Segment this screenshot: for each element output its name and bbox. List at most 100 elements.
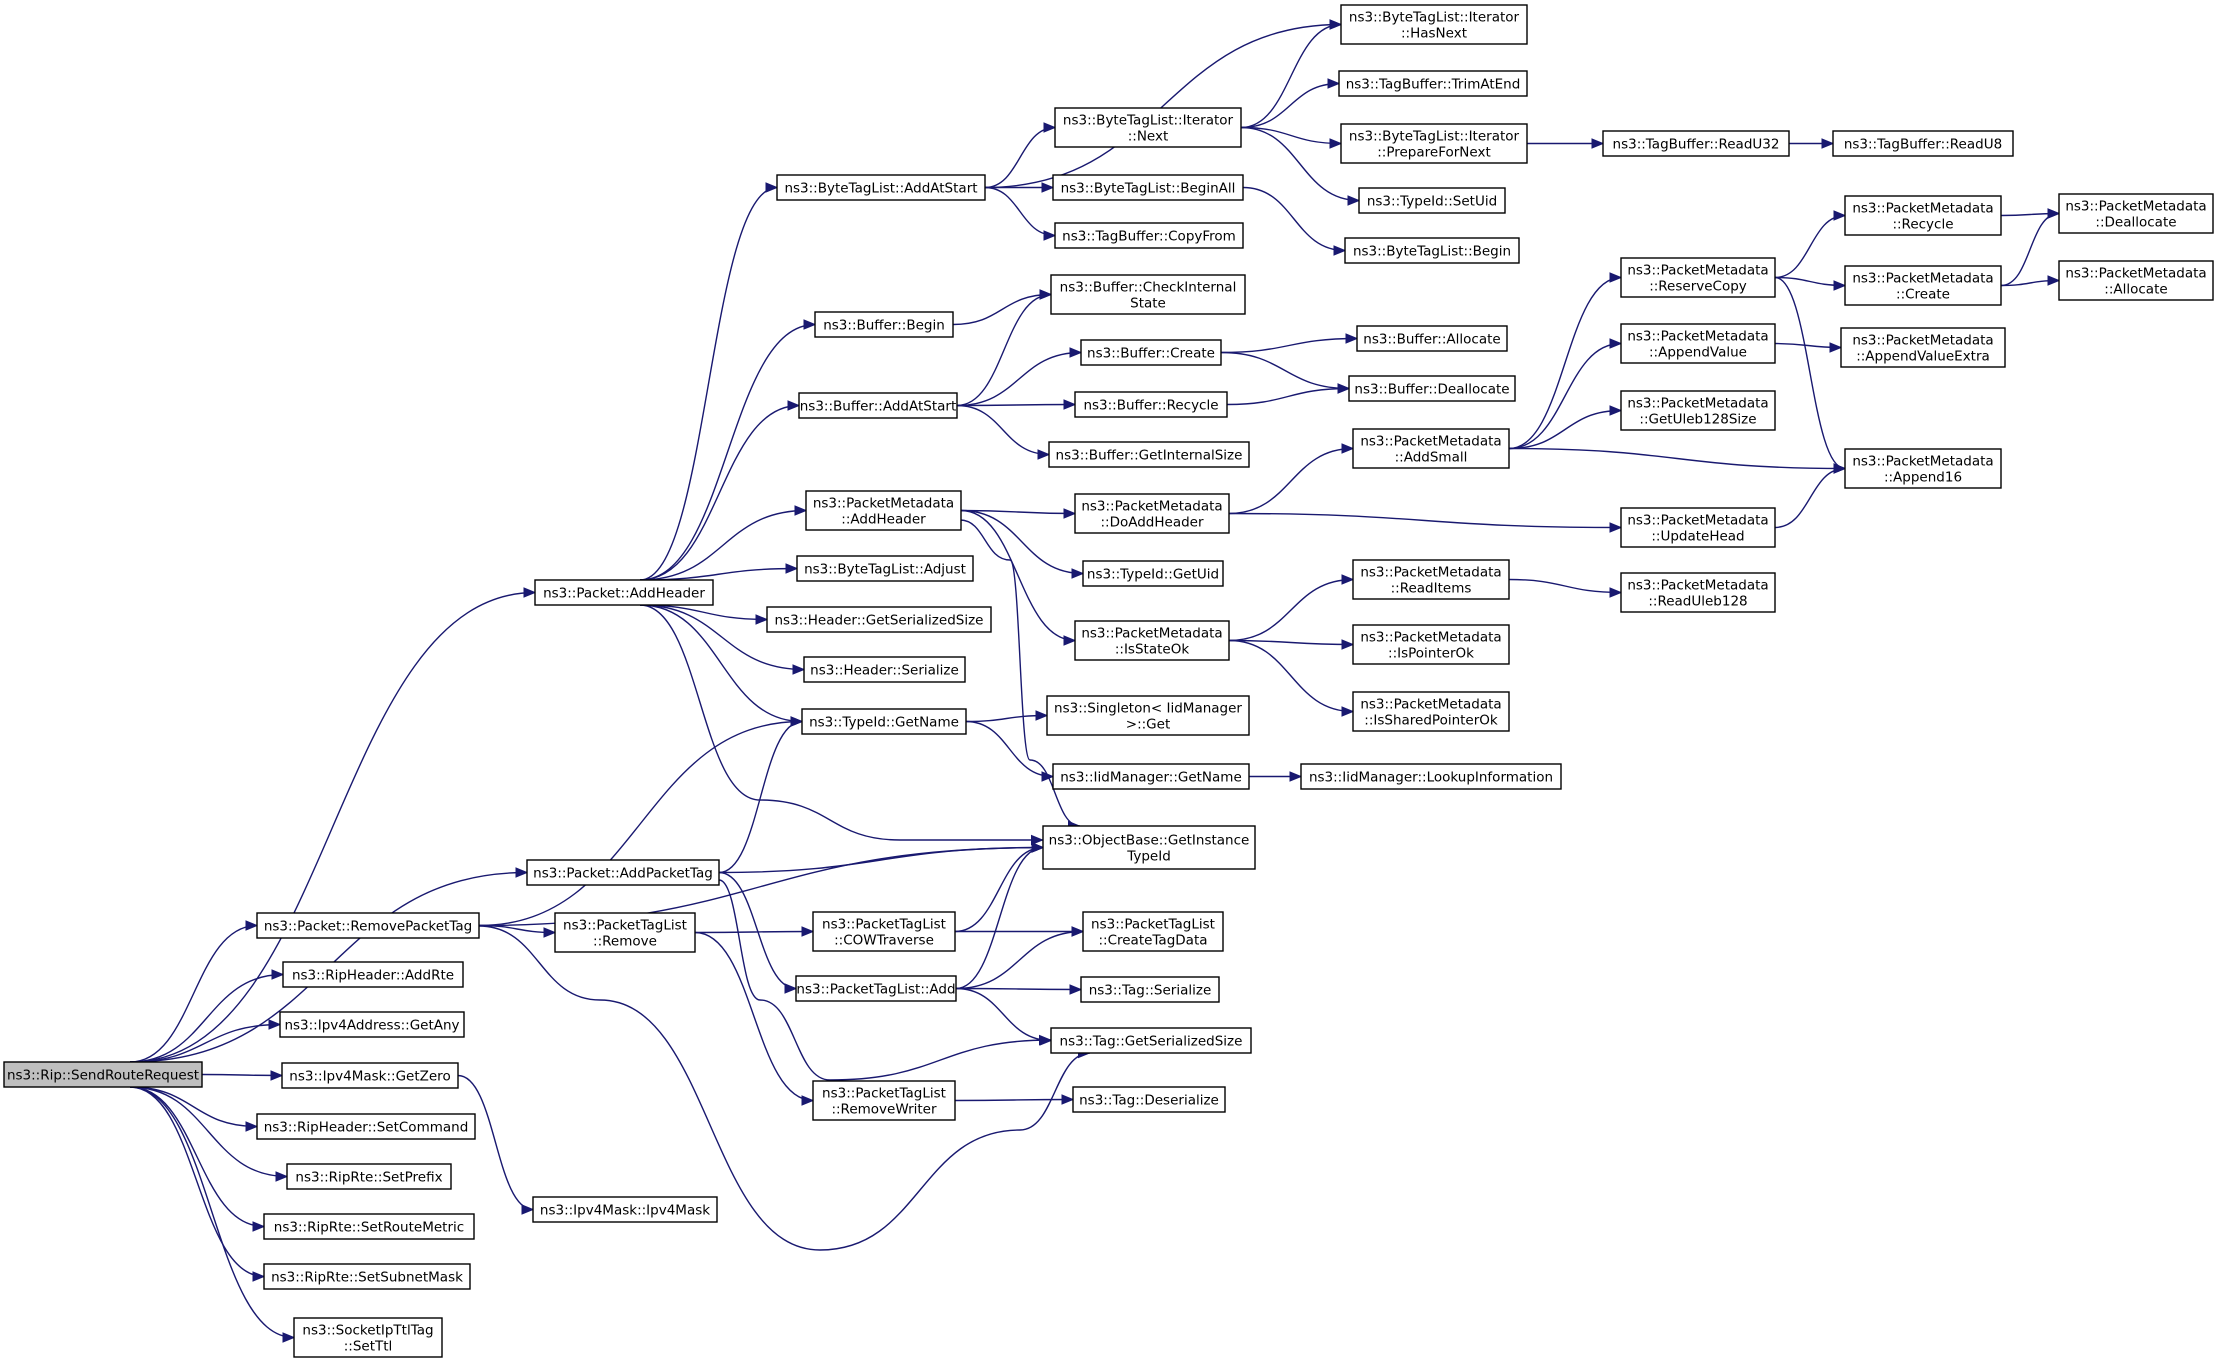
edge-line: [1508, 409, 1622, 450]
node-label: State: [1130, 296, 1166, 312]
node-socketipttltag-setttl[interactable]: ns3::SocketIpTtlTag::SetTtl: [293, 1317, 443, 1358]
edge-arrowhead: [1833, 210, 1847, 221]
node-label: ns3::RipRte::SetSubnetMask: [271, 1270, 463, 1286]
node-pm-allocate[interactable]: ns3::PacketMetadata::Allocate: [2058, 260, 2214, 301]
node-typeid-getuid[interactable]: ns3::TypeId::GetUid: [1082, 560, 1224, 587]
node-tagbuffer-readu32[interactable]: ns3::TagBuffer::ReadU32: [1602, 130, 1790, 157]
edge-line: [129, 1086, 295, 1339]
node-label: ns3::PacketMetadata: [1852, 333, 1993, 349]
node-pm-appendvalue[interactable]: ns3::PacketMetadata::AppendValue: [1620, 323, 1776, 364]
node-tag-serialize[interactable]: ns3::Tag::Serialize: [1080, 976, 1220, 1003]
node-box: [1352, 624, 1510, 665]
edge-btl-iterator-next-to-btl-iterator-hasnext: [1240, 19, 1343, 129]
node-buffer-getinternalsize[interactable]: ns3::Buffer::GetInternalSize: [1048, 441, 1250, 468]
node-btl-iterator-prepare[interactable]: ns3::ByteTagList::Iterator::PrepareForNe…: [1340, 123, 1528, 164]
edge-packet-addpackettag-to-ptl-add: [718, 871, 798, 994]
node-buffer-allocate[interactable]: ns3::Buffer::Allocate: [1356, 325, 1508, 352]
node-packet-addheader[interactable]: ns3::Packet::AddHeader: [534, 579, 714, 606]
node-pm-readitems[interactable]: ns3::PacketMetadata::ReadItems: [1352, 559, 1510, 600]
node-packet-addpackettag[interactable]: ns3::Packet::AddPacketTag: [526, 859, 720, 886]
node-tag-deserialize[interactable]: ns3::Tag::Deserialize: [1072, 1086, 1226, 1113]
node-pm-readuleb128[interactable]: ns3::PacketMetadata::ReadUleb128: [1620, 572, 1776, 613]
node-iidmanager-lookupinformation[interactable]: ns3::IidManager::LookupInformation: [1300, 763, 1562, 790]
node-label: ::GetUleb128Size: [1639, 412, 1756, 428]
node-label: ns3::ByteTagList::BeginAll: [1061, 181, 1236, 197]
node-pm-create[interactable]: ns3::PacketMetadata::Create: [1844, 265, 2002, 306]
node-btl-iterator-hasnext[interactable]: ns3::ByteTagList::Iterator::HasNext: [1340, 4, 1528, 45]
node-pm-isstateok[interactable]: ns3::PacketMetadata::IsStateOk: [1074, 620, 1230, 661]
node-pm-recycle[interactable]: ns3::PacketMetadata::Recycle: [1844, 195, 2002, 236]
node-packettaglist-remove[interactable]: ns3::PacketTagList::Remove: [554, 912, 696, 953]
node-box: [526, 859, 720, 886]
edge-arrowhead: [1039, 1035, 1053, 1046]
node-buffer-begin[interactable]: ns3::Buffer::Begin: [814, 311, 954, 338]
node-pm-deallocate[interactable]: ns3::PacketMetadata::Deallocate: [2058, 193, 2214, 234]
node-label: ::IsStateOk: [1115, 642, 1189, 658]
node-header-getserializedsize[interactable]: ns3::Header::GetSerializedSize: [766, 606, 992, 633]
node-pm-getuleb128size[interactable]: ns3::PacketMetadata::GetUleb128Size: [1620, 390, 1776, 431]
node-buffer-deallocate[interactable]: ns3::Buffer::Deallocate: [1348, 375, 1516, 402]
node-label: ns3::ObjectBase::GetInstance: [1049, 833, 1250, 849]
node-riprte-setsubnetmask[interactable]: ns3::RipRte::SetSubnetMask: [263, 1263, 471, 1290]
node-box: [1072, 1086, 1226, 1113]
edge-line: [954, 846, 1044, 933]
node-label: ns3::TagBuffer::CopyFrom: [1062, 229, 1236, 245]
node-pm-addheader[interactable]: ns3::PacketMetadata::AddHeader: [805, 490, 962, 531]
node-pm-doaddheader[interactable]: ns3::PacketMetadata::DoAddHeader: [1074, 493, 1230, 534]
node-ptl-add[interactable]: ns3::PacketTagList::Add: [795, 975, 957, 1002]
edge-pm-addheader-to-typeid-getuid: [960, 509, 1085, 579]
node-btl-beginall[interactable]: ns3::ByteTagList::BeginAll: [1052, 174, 1244, 201]
node-ptl-removewriter[interactable]: ns3::PacketTagList::RemoveWriter: [812, 1080, 956, 1121]
node-bytetaglist-adjust[interactable]: ns3::ByteTagList::Adjust: [796, 555, 974, 582]
node-packet-removepackettag[interactable]: ns3::Packet::RemovePacketTag: [256, 912, 480, 939]
node-buffer-recycle[interactable]: ns3::Buffer::Recycle: [1074, 391, 1228, 418]
node-pm-appendvalueextra[interactable]: ns3::PacketMetadata::AppendValueExtra: [1840, 327, 2006, 368]
node-tagbuffer-readu8[interactable]: ns3::TagBuffer::ReadU8: [1832, 130, 2014, 157]
edge-ptl-cowtraverse-to-ptl-createtagdata: [954, 926, 1085, 937]
node-pm-ispointerok[interactable]: ns3::PacketMetadata::IsPointerOk: [1352, 624, 1510, 665]
node-pm-append16[interactable]: ns3::PacketMetadata::Append16: [1844, 448, 2002, 489]
node-singleton-get[interactable]: ns3::Singleton< IidManager >::Get: [1046, 695, 1250, 736]
node-ipv4mask-ipv4mask[interactable]: ns3::Ipv4Mask::Ipv4Mask: [532, 1196, 718, 1223]
node-typeid-setuid[interactable]: ns3::TypeId::SetUid: [1358, 187, 1506, 214]
node-riprte-setroutemetric[interactable]: ns3::RipRte::SetRouteMetric: [263, 1213, 475, 1240]
node-tag-getserializedsize[interactable]: ns3::Tag::GetSerializedSize: [1050, 1027, 1252, 1054]
node-ripheader-addrte[interactable]: ns3::RipHeader::AddRte: [282, 961, 464, 988]
node-box: [812, 1080, 956, 1121]
node-pm-updatehead[interactable]: ns3::PacketMetadata::UpdateHead: [1620, 507, 1776, 548]
node-pm-addsmall[interactable]: ns3::PacketMetadata::AddSmall: [1352, 428, 1510, 469]
node-btl-iterator-next[interactable]: ns3::ByteTagList::Iterator::Next: [1054, 107, 1242, 148]
node-label: ::Remove: [593, 934, 657, 950]
node-box: [1620, 572, 1776, 613]
node-tagbuffer-trimatend[interactable]: ns3::TagBuffer::TrimAtEnd: [1338, 70, 1528, 97]
node-header-serialize[interactable]: ns3::Header::Serialize: [803, 656, 966, 683]
node-pm-issharedpointerok[interactable]: ns3::PacketMetadata::IsSharedPointerOk: [1352, 691, 1510, 732]
node-ripheader-setcommand[interactable]: ns3::RipHeader::SetCommand: [256, 1113, 476, 1140]
node-ipv4mask-getzero[interactable]: ns3::Ipv4Mask::GetZero: [281, 1062, 459, 1089]
edge-arrowhead: [755, 614, 769, 625]
node-btl-begin[interactable]: ns3::ByteTagList::Begin: [1344, 237, 1520, 264]
node-ptl-createtagdata[interactable]: ns3::PacketTagList::CreateTagData: [1082, 911, 1224, 952]
node-label: ns3::PacketMetadata: [1852, 271, 1993, 287]
node-label: ns3::Buffer::GetInternalSize: [1056, 448, 1243, 464]
node-buffer-create[interactable]: ns3::Buffer::Create: [1080, 339, 1222, 366]
node-ipv4address-getany[interactable]: ns3::Ipv4Address::GetAny: [279, 1011, 465, 1038]
node-pm-reservecopy[interactable]: ns3::PacketMetadata::ReserveCopy: [1620, 257, 1776, 298]
node-iidmanager-getname[interactable]: ns3::IidManager::GetName: [1052, 763, 1250, 790]
node-box: [766, 606, 992, 633]
node-label: ::HasNext: [1401, 26, 1467, 42]
node-typeid-getname[interactable]: ns3::TypeId::GetName: [801, 708, 967, 735]
node-bytetaglist-addatstart[interactable]: ns3::ByteTagList::AddAtStart: [776, 174, 986, 201]
node-buffer-addatstart[interactable]: ns3::Buffer::AddAtStart: [798, 392, 958, 419]
node-riprte-setprefix[interactable]: ns3::RipRte::SetPrefix: [286, 1163, 452, 1190]
node-ptl-cowtraverse[interactable]: ns3::PacketTagList::COWTraverse: [812, 911, 956, 952]
edge-line: [1240, 126, 1360, 202]
edge-packet-addheader-to-buffer-addatstart: [639, 400, 801, 581]
node-root[interactable]: ns3::Rip::SendRouteRequest: [3, 1061, 203, 1088]
edge-bytetaglist-addatstart-to-btl-iterator-next: [984, 122, 1057, 189]
edge-arrowhead: [1345, 333, 1359, 344]
node-tagbuffer-copyfrom[interactable]: ns3::TagBuffer::CopyFrom: [1054, 222, 1244, 249]
edge-line: [960, 509, 1076, 515]
